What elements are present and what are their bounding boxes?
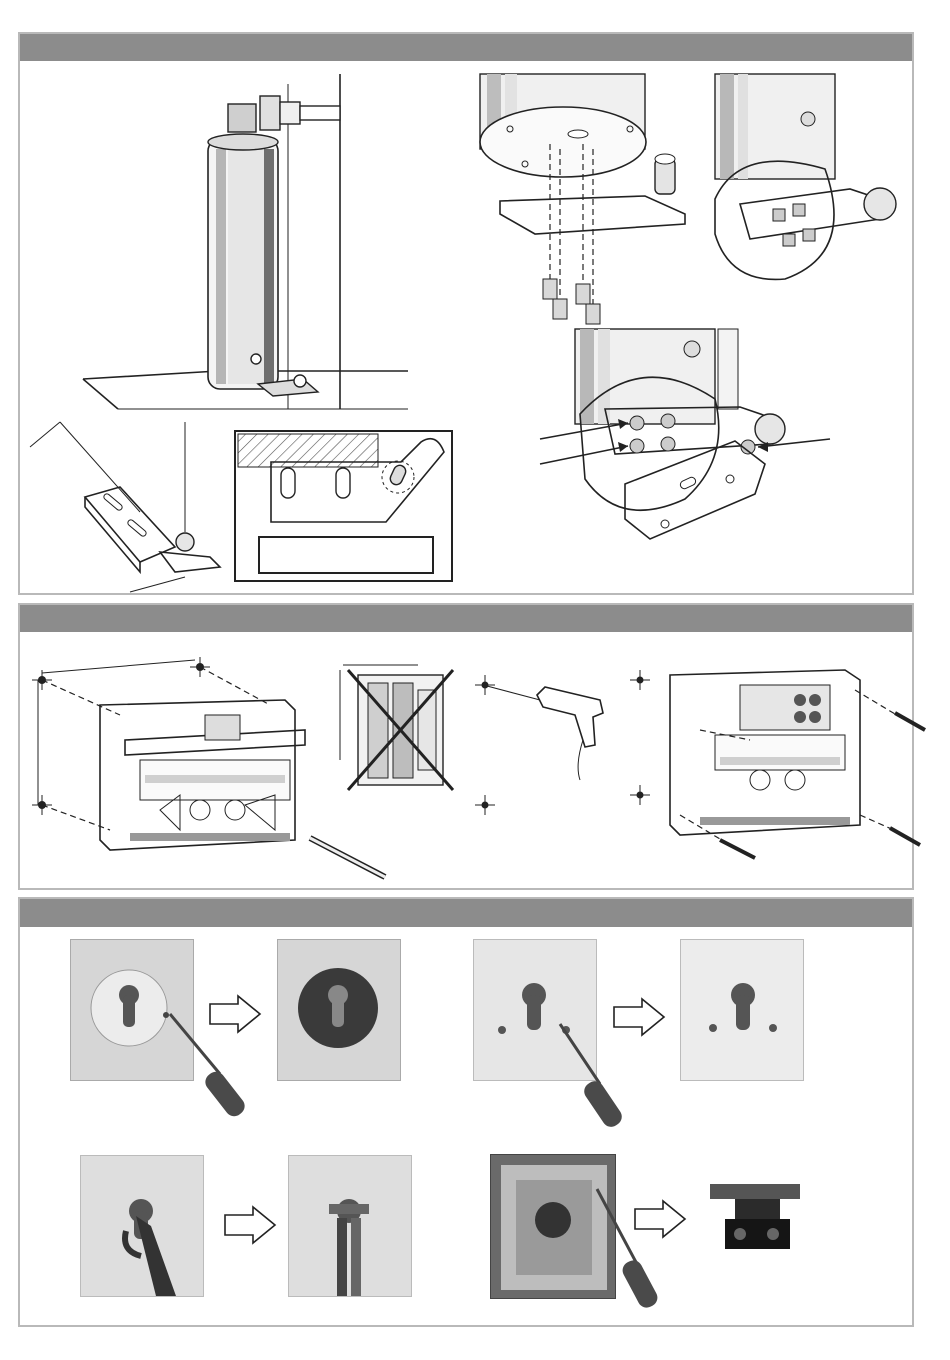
prohibited-orientation-illustration [338, 665, 463, 800]
panel-header-bar [20, 605, 912, 632]
panel-key-switch-assembly [18, 897, 914, 1327]
operator-on-gate-illustration [78, 74, 408, 414]
key-switch-plate-drawing [81, 1156, 205, 1298]
key-switch-plate-drawing [278, 940, 402, 1082]
mount-point-crosshair-icon [475, 675, 495, 695]
mount-point-crosshair-icon [630, 670, 650, 690]
plate-mounted-arrows-illustration [540, 329, 840, 584]
control-box-mounted-screws [620, 645, 915, 875]
mount-point-crosshair-icon [630, 785, 650, 805]
key-switch-photo-key-turned [288, 1155, 412, 1297]
key-switch-photo-black-plate [277, 939, 401, 1081]
step-arrow-icon [223, 1205, 278, 1245]
key-switch-plate-drawing [681, 940, 805, 1082]
plate-detail-inset [234, 430, 453, 582]
key-switch-photo-key-inserted [80, 1155, 204, 1297]
screwdriver-icon [560, 1024, 650, 1134]
key-switch-plate-drawing [289, 1156, 413, 1298]
key-switch-mechanism-photo [705, 1179, 805, 1254]
control-box-with-dimensions [30, 645, 380, 885]
plate-detail-label-box [258, 536, 434, 574]
base-plate-perspective-illustration [30, 417, 230, 592]
step-arrow-icon [208, 994, 263, 1034]
panel-control-box-mounting [18, 603, 914, 890]
power-drill-illustration [475, 665, 625, 815]
step-arrow-icon [612, 997, 667, 1037]
bracket-assembled-illustration [710, 74, 910, 289]
step-arrow-icon [633, 1199, 688, 1239]
panel-fixing-plate [18, 32, 914, 595]
key-switch-photo-cover-off [680, 939, 804, 1081]
mount-point-crosshair-icon [475, 795, 495, 815]
panel-header-bar [20, 34, 912, 61]
panel-header-bar [20, 899, 912, 927]
bracket-screws-illustration [475, 74, 685, 329]
